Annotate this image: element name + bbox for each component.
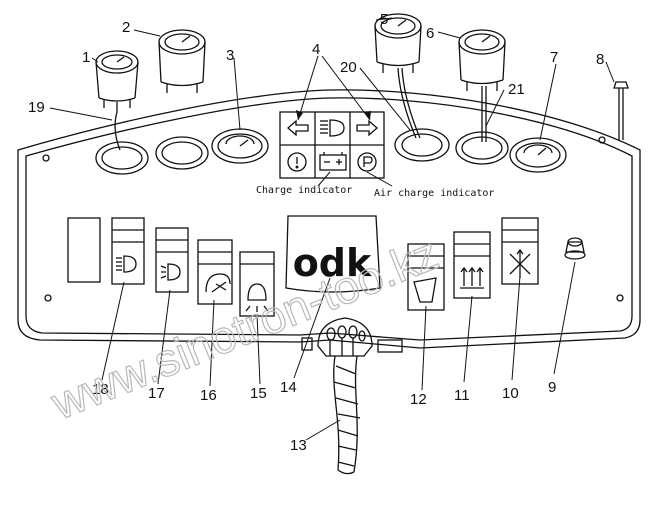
gauge-2 [158, 29, 206, 93]
gauge-1 [95, 50, 139, 112]
gauge-5 [374, 13, 422, 73]
switch-16 [197, 239, 233, 305]
callout-10: 10 [502, 385, 519, 402]
switch-10 [501, 217, 539, 285]
callout-17: 17 [148, 385, 165, 402]
callout-12: 12 [410, 391, 427, 408]
indicator-block [279, 111, 385, 179]
logo-plate [285, 215, 381, 293]
callout-19: 19 [28, 99, 45, 116]
switch-11 [453, 231, 491, 299]
callout-18: 18 [92, 381, 109, 398]
cable-20 [397, 67, 417, 139]
gauge-7-mounted [509, 137, 567, 173]
gauge-3-mounted [211, 128, 269, 164]
gauge-hole-20 [394, 128, 450, 162]
right-turn-arrow-icon [356, 119, 378, 137]
screw [616, 294, 624, 302]
callout-14: 14 [280, 379, 297, 396]
leader-lines [49, 17, 615, 441]
callout-13: 13 [290, 437, 307, 454]
air-charge-indicator-caption: Air charge indicator [374, 188, 494, 199]
connector-13 [317, 317, 373, 357]
logo-text: odk [293, 241, 372, 285]
parking-brake-icon [357, 152, 377, 172]
screw [598, 136, 606, 144]
gauge-6 [458, 29, 506, 91]
callout-16: 16 [200, 387, 217, 404]
charge-indicator-caption: Charge indicator [256, 185, 352, 196]
blank-plate [67, 217, 101, 283]
callout-9: 9 [548, 379, 556, 396]
panel-outline [17, 89, 641, 349]
screw [42, 154, 50, 162]
bolt-8 [613, 81, 629, 140]
callout-4-arrowheads [296, 110, 371, 120]
callout-6: 6 [426, 25, 434, 42]
callout-20: 20 [340, 59, 357, 76]
callout-15: 15 [250, 385, 267, 402]
callout-11: 11 [454, 387, 470, 404]
switch-18 [111, 217, 145, 285]
mount-tab [377, 339, 403, 353]
battery-icon [319, 152, 347, 171]
callout-5: 5 [380, 11, 388, 28]
callout-8: 8 [596, 51, 604, 68]
screw [44, 294, 52, 302]
callout-7: 7 [550, 49, 558, 66]
knob-9 [564, 237, 586, 260]
callout-4: 4 [312, 41, 320, 58]
mount-tab [301, 337, 313, 351]
gauge-hole-19 [95, 141, 149, 175]
callout-21: 21 [508, 81, 525, 98]
left-turn-arrow-icon [287, 119, 309, 137]
brake-warning-icon [287, 152, 307, 172]
switch-17 [155, 227, 189, 293]
panel-inner-outline [25, 97, 633, 341]
callout-2: 2 [122, 19, 130, 36]
wire-harness [333, 355, 361, 475]
cable-19 [114, 111, 121, 151]
high-beam-icon [320, 119, 345, 137]
callout-3: 3 [226, 47, 234, 64]
callout-1: 1 [82, 49, 90, 66]
gauge-hole-2 [155, 136, 209, 170]
watermark: www.sinotron-too.kz [43, 227, 445, 430]
